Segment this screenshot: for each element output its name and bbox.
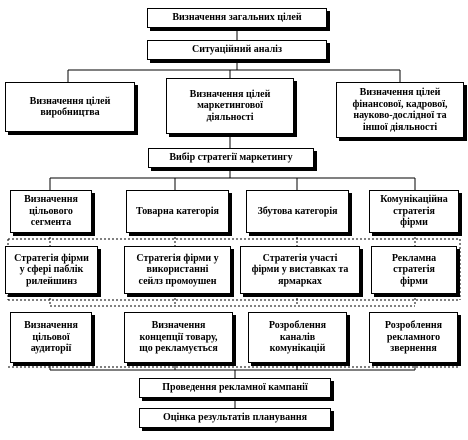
box-goals: Визначення загальних цілей [147, 8, 327, 28]
box-advertising-appeal: Розроблення рекламного звернення [369, 312, 458, 363]
box-producer-goals: Визначення цілей виробництва [5, 82, 135, 132]
box-product-category: Товарна категорія [126, 190, 229, 233]
box-exhibitions-strategy: Стратегія участі фірми у виставках та яр… [240, 246, 360, 294]
box-target-audience: Визначення цільової аудиторії [10, 312, 92, 363]
box-advertising-strategy: Рекламна стратегія фірми [371, 246, 457, 294]
box-planning-evaluation: Оцінка результатів планування [139, 408, 331, 428]
box-situational-analysis: Ситуаційний аналіз [147, 40, 327, 60]
box-sales-promotion-strategy: Стратегія фірми у використанні сейлз про… [124, 246, 231, 294]
box-other-goals: Визначення цілей фінансової, кадрової, н… [336, 82, 464, 138]
box-pr-strategy: Стратегія фірми у сфері паблік рилейшинз [5, 246, 98, 294]
box-communication-strategy: Комунікаційна стратегія фірми [369, 190, 459, 233]
box-strategy-choice: Вибір стратегії маркетингу [148, 148, 314, 168]
box-marketing-goals: Визначення цілей маркетингової діяльност… [166, 78, 294, 134]
box-product-concept: Визначення концепції товару, що рекламує… [124, 312, 233, 363]
box-sales-category: Збутова категорія [246, 190, 349, 233]
box-advertising-campaign: Проведення рекламної кампанії [139, 378, 331, 398]
box-target-segment: Визначення цільового сегмента [10, 190, 92, 233]
box-communication-channels: Розроблення каналів комунікацій [248, 312, 347, 363]
